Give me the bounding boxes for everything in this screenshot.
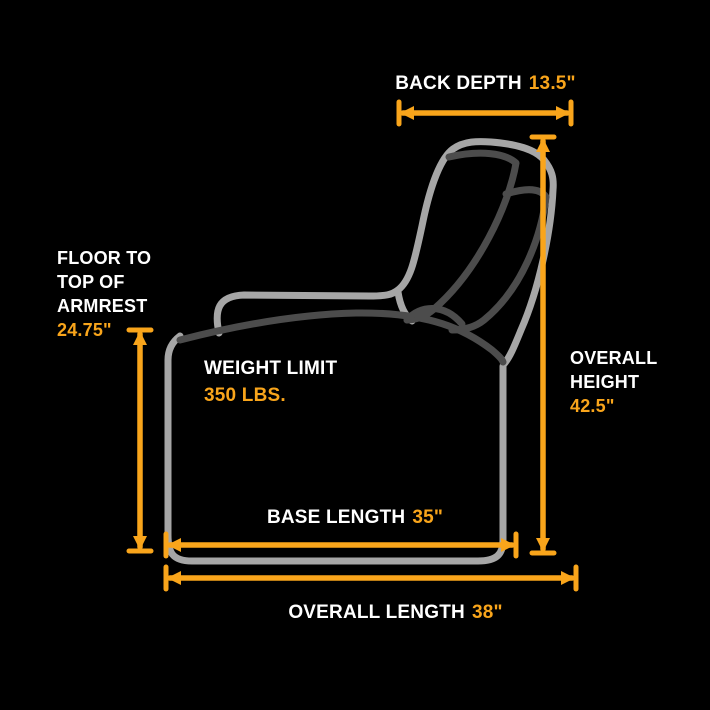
chair-seat-pocket-seam	[403, 305, 466, 328]
floor-to-armrest-dimension-line	[126, 327, 154, 554]
weight-limit-value: 350 LBS.	[204, 385, 286, 406]
overall-length-text: OVERALL LENGTH	[288, 602, 465, 623]
weight-limit-text: WEIGHT LIMIT	[204, 358, 338, 379]
overall-height-text-line2: HEIGHT	[570, 372, 640, 392]
overall-length-dimension-line	[163, 564, 579, 592]
base-length-dimension-line	[163, 531, 519, 559]
overall-length-value: 38"	[471, 602, 503, 623]
weight-limit-label: WEIGHT LIMIT 350 LBS.	[204, 355, 337, 409]
overall-height-value: 42.5"	[570, 396, 615, 416]
back-depth-value: 13.5"	[528, 73, 576, 94]
recliner-chair-illustration	[164, 138, 557, 565]
base-length-label: BASE LENGTH 35"	[245, 506, 465, 530]
back-depth-text: BACK DEPTH	[395, 73, 522, 94]
chair-back-cushion-seam-rear	[448, 186, 550, 334]
overall-height-text-line1: OVERALL	[570, 348, 658, 368]
floor-to-armrest-text-line3: ARMREST	[57, 296, 148, 316]
overall-height-label: OVERALL HEIGHT 42.5"	[570, 346, 657, 418]
overall-height-dimension-line	[529, 134, 557, 556]
chair-back-cushion-seam-front	[403, 149, 520, 324]
floor-to-armrest-value: 24.75"	[57, 320, 112, 340]
base-length-text: BASE LENGTH	[266, 507, 406, 528]
floor-to-armrest-text-line1: FLOOR TO	[57, 248, 152, 268]
chair-arm-and-back-outline	[213, 138, 557, 368]
back-depth-dimension-line	[396, 99, 574, 127]
base-length-value: 35"	[412, 507, 444, 528]
floor-to-armrest-text-line2: TOP OF	[57, 272, 125, 292]
back-depth-label: BACK DEPTH 13.5"	[368, 72, 603, 96]
floor-to-armrest-label: FLOOR TO TOP OF ARMREST 24.75"	[57, 246, 151, 342]
chair-body-outline	[164, 332, 507, 565]
overall-length-label: OVERALL LENGTH 38"	[278, 601, 513, 625]
